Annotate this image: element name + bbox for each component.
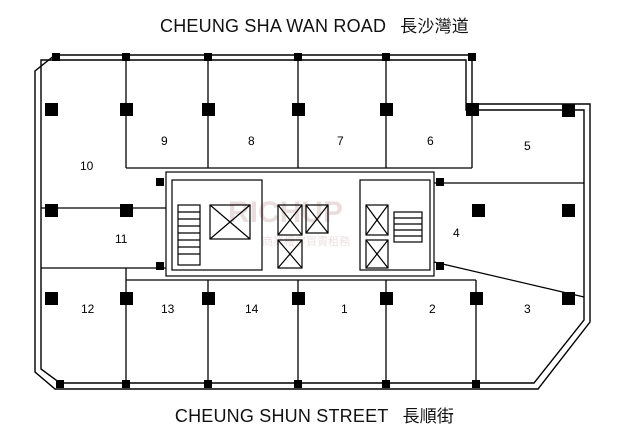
building-outline <box>34 54 591 390</box>
north-road-name-zh: 長沙灣道 <box>400 17 469 37</box>
south-road-label: CHEUNG SHUN STREET 長順街 <box>0 402 629 427</box>
stair-west <box>177 204 201 266</box>
watermark: RICHUP 商業樓宇買賣租務 <box>228 196 350 248</box>
outer-wall <box>34 54 591 390</box>
unit-label-9: 9 <box>161 134 168 148</box>
unit-label-6: 6 <box>427 134 434 148</box>
unit-label-11: 11 <box>115 232 128 246</box>
unit-label-10: 10 <box>80 159 94 173</box>
unit-label-3: 3 <box>524 302 531 316</box>
unit-label-1: 1 <box>341 302 348 316</box>
unit-label-12: 12 <box>81 302 95 316</box>
unit-labels: 9 8 7 6 5 10 11 4 12 13 14 1 2 3 <box>80 134 531 316</box>
lift-shafts <box>209 204 389 269</box>
stair-east <box>393 211 423 243</box>
unit-label-7: 7 <box>337 134 344 148</box>
inner-wall <box>40 59 585 384</box>
unit-label-4: 4 <box>453 226 460 240</box>
north-road-name-en: CHEUNG SHA WAN ROAD <box>160 16 387 36</box>
unit-label-2: 2 <box>429 302 436 316</box>
north-road-label: CHEUNG SHA WAN ROAD 長沙灣道 <box>0 12 629 37</box>
svg-text:商業樓宇買賣租務: 商業樓宇買賣租務 <box>262 234 350 248</box>
unit-label-14: 14 <box>245 302 259 316</box>
south-road-name-en: CHEUNG SHUN STREET <box>174 406 389 426</box>
unit-label-5: 5 <box>524 139 531 153</box>
core-outline <box>165 171 435 277</box>
unit-label-13: 13 <box>161 302 175 316</box>
building-core <box>165 171 435 277</box>
columns <box>45 53 575 388</box>
svg-text:RICHUP: RICHUP <box>228 196 343 229</box>
south-road-name-zh: 長順街 <box>402 407 455 427</box>
stair-core-west <box>171 179 263 271</box>
stair-core-east <box>359 179 431 271</box>
unit-label-8: 8 <box>248 134 255 148</box>
